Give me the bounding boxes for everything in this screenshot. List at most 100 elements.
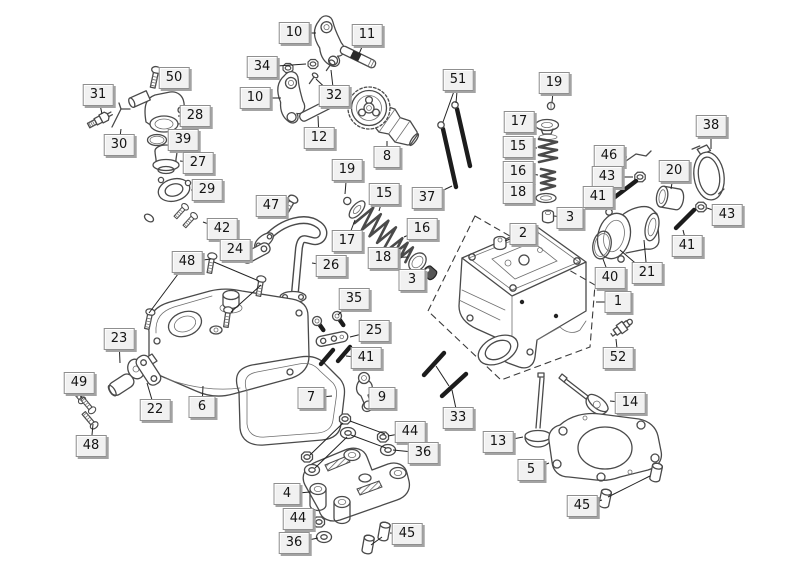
callout-31: 31 — [82, 84, 114, 106]
leader-line — [349, 420, 386, 435]
part-nuts-34 — [282, 58, 319, 74]
callout-15: 15 — [502, 136, 534, 158]
callout-41: 41 — [582, 186, 614, 208]
part-head-gasket-5 — [548, 412, 663, 482]
callout-21: 21 — [631, 262, 663, 284]
part-temp-sensor-31 — [86, 111, 113, 129]
callout-50: 50 — [158, 67, 190, 89]
callout-40: 40 — [594, 267, 626, 289]
part-spark-plug-52 — [610, 318, 633, 337]
part-stud-41-right — [673, 207, 697, 231]
part-cylinder-head-1 — [458, 225, 587, 369]
callout-44: 44 — [394, 421, 426, 443]
part-thermostat-cover-29 — [143, 176, 192, 223]
callout-44-2: 44 — [282, 508, 314, 530]
callout-14: 14 — [614, 392, 646, 414]
part-rocker-shaft-11 — [339, 45, 377, 69]
dashed-boundary — [427, 215, 596, 381]
callout-45: 45 — [391, 523, 423, 545]
callout-42: 42 — [206, 218, 238, 240]
part-clip-46 — [625, 150, 652, 162]
callout-19-2: 19 — [538, 72, 570, 94]
callout-43: 43 — [591, 166, 623, 188]
callout-30: 30 — [103, 134, 135, 156]
callout-49: 49 — [63, 372, 95, 394]
callout-25: 25 — [358, 320, 390, 342]
part-plate-22 — [135, 354, 162, 386]
callout-41-3: 41 — [350, 347, 382, 369]
callout-51: 51 — [442, 69, 474, 91]
leader-line — [435, 365, 450, 387]
callout-39: 39 — [167, 129, 199, 151]
callout-32: 32 — [318, 85, 350, 107]
callout-28: 28 — [179, 105, 211, 127]
callout-24: 24 — [219, 239, 251, 261]
callout-8: 8 — [373, 146, 401, 168]
callout-5: 5 — [517, 459, 545, 481]
part-bracket-30 — [111, 102, 131, 128]
callout-47: 47 — [255, 195, 287, 217]
leader-line — [607, 475, 651, 498]
part-studs-33 — [421, 350, 469, 399]
callout-2: 2 — [509, 223, 537, 245]
callout-17: 17 — [503, 111, 535, 133]
callout-16-2: 16 — [406, 218, 438, 240]
callout-27: 27 — [182, 152, 214, 174]
callout-22: 22 — [139, 399, 171, 421]
leader-line — [350, 434, 387, 449]
callout-52: 52 — [602, 347, 634, 369]
part-oring-39 — [146, 133, 168, 147]
callout-10-2: 10 — [239, 87, 271, 109]
part-ball-studs-35 — [311, 310, 346, 333]
callout-3-2: 3 — [398, 269, 426, 291]
callout-36-2: 36 — [278, 532, 310, 554]
part-bolt-2 — [493, 235, 507, 251]
callout-11: 11 — [351, 24, 383, 46]
callout-48-2: 48 — [75, 435, 107, 457]
callout-10: 10 — [278, 22, 310, 44]
callout-23: 23 — [103, 328, 135, 350]
part-studs-41-center — [318, 344, 353, 367]
callout-19: 19 — [331, 159, 363, 181]
callout-26: 26 — [315, 255, 347, 277]
callout-46: 46 — [593, 145, 625, 167]
part-dowels-45-left — [360, 520, 392, 556]
part-intake-pipe-21 — [596, 205, 660, 263]
callout-33: 33 — [442, 407, 474, 429]
part-camshaft-8 — [347, 86, 420, 147]
leader-line — [370, 536, 383, 546]
callout-45-2: 45 — [566, 495, 598, 517]
callout-17-2: 17 — [331, 230, 363, 252]
callout-20: 20 — [658, 160, 690, 182]
part-valve-cover-6 — [148, 288, 310, 397]
callout-35: 35 — [338, 288, 370, 310]
callout-48: 48 — [171, 251, 203, 273]
callout-9: 9 — [368, 387, 396, 409]
callout-41-2: 41 — [671, 235, 703, 257]
callout-13: 13 — [482, 431, 514, 453]
callout-18: 18 — [502, 182, 534, 204]
callout-16: 16 — [502, 161, 534, 183]
callout-29: 29 — [191, 179, 223, 201]
part-bolts-42 — [172, 201, 200, 230]
callout-6: 6 — [188, 396, 216, 418]
callout-1: 1 — [604, 291, 632, 313]
part-valve-spring-set-left — [343, 196, 438, 281]
leader-line — [314, 436, 348, 469]
part-valve-spring-set-right — [534, 101, 560, 224]
part-long-studs-51-37 — [437, 101, 473, 190]
callout-43-2: 43 — [711, 204, 743, 226]
part-clamp-38 — [691, 144, 725, 201]
part-breather-pipe-26 — [254, 216, 328, 304]
part-stud-41-left — [608, 178, 639, 203]
part-adjuster-screws-32 — [308, 59, 336, 85]
callout-18-2: 18 — [367, 247, 399, 269]
callout-37: 37 — [411, 187, 443, 209]
part-cam-holder-4 — [302, 447, 411, 525]
callout-38: 38 — [695, 115, 727, 137]
callout-15-2: 15 — [368, 183, 400, 205]
part-plate-25 — [315, 331, 349, 347]
callout-34: 34 — [246, 56, 278, 78]
callout-7: 7 — [297, 387, 325, 409]
